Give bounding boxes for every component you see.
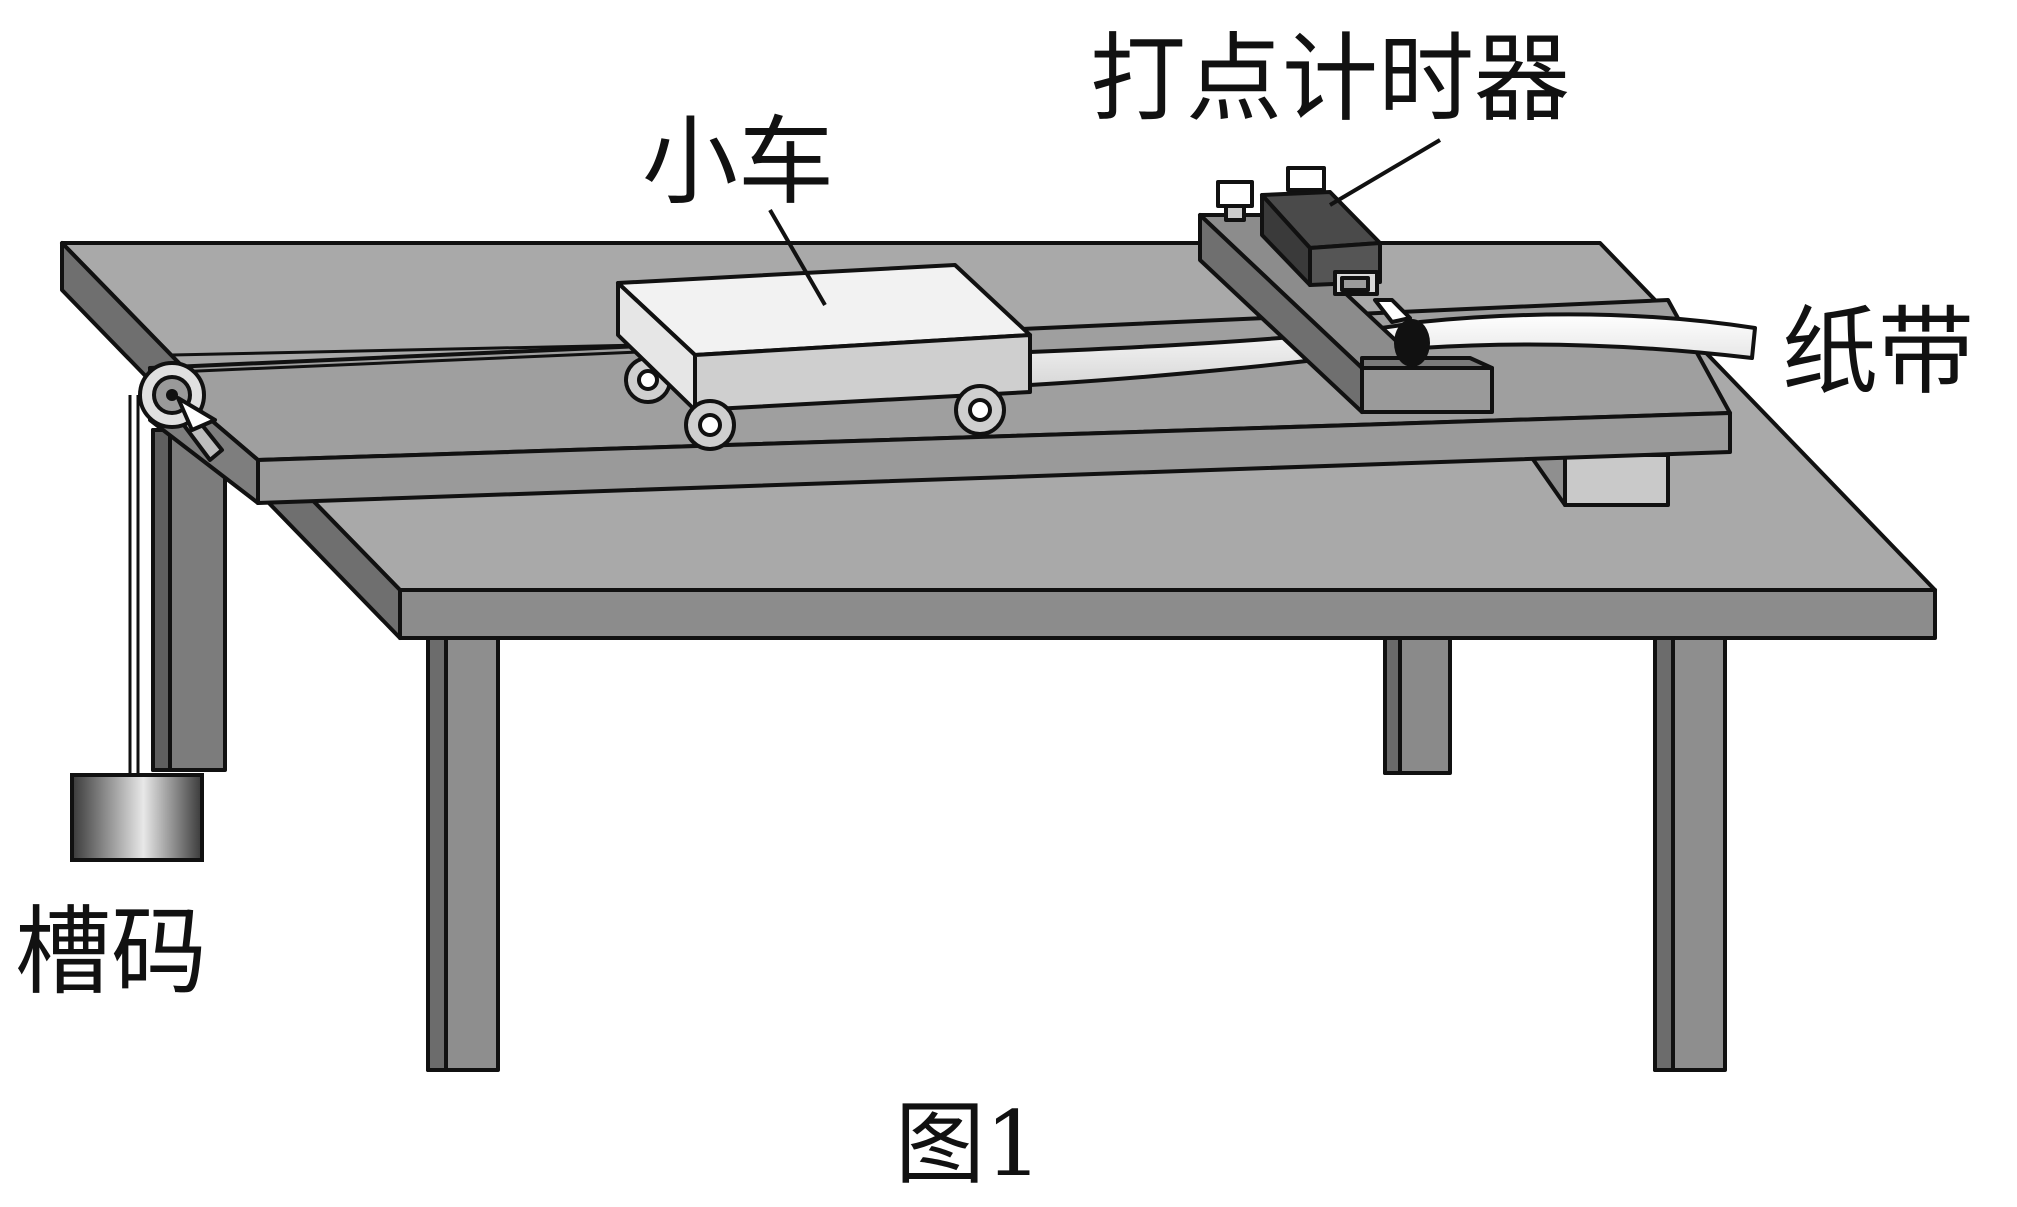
pulley-icon: [138, 361, 224, 462]
timer-dot-pin: [1394, 319, 1430, 367]
leader-timer: [1328, 138, 1442, 207]
figure-caption: 图1: [895, 1092, 1042, 1197]
cart: [616, 263, 1032, 451]
ticker-timer: [1198, 166, 1494, 414]
timer-terminal-left: [1216, 180, 1254, 222]
label-cart: 小车: [642, 106, 834, 218]
label-tape: 纸带: [1782, 296, 1974, 408]
string: [128, 343, 641, 775]
label-weight: 槽码: [15, 896, 207, 1008]
cart-side-front: [693, 333, 1032, 412]
wheel-icon: [684, 399, 736, 451]
wheel-icon: [954, 384, 1006, 436]
label-timer: 打点计时器: [1090, 23, 1570, 135]
table-edge-front: [398, 588, 1937, 640]
leader-lines: [768, 138, 1442, 307]
leader-cart: [768, 208, 827, 307]
hanging-weight: [70, 773, 204, 862]
timer-terminal-right: [1286, 166, 1326, 192]
